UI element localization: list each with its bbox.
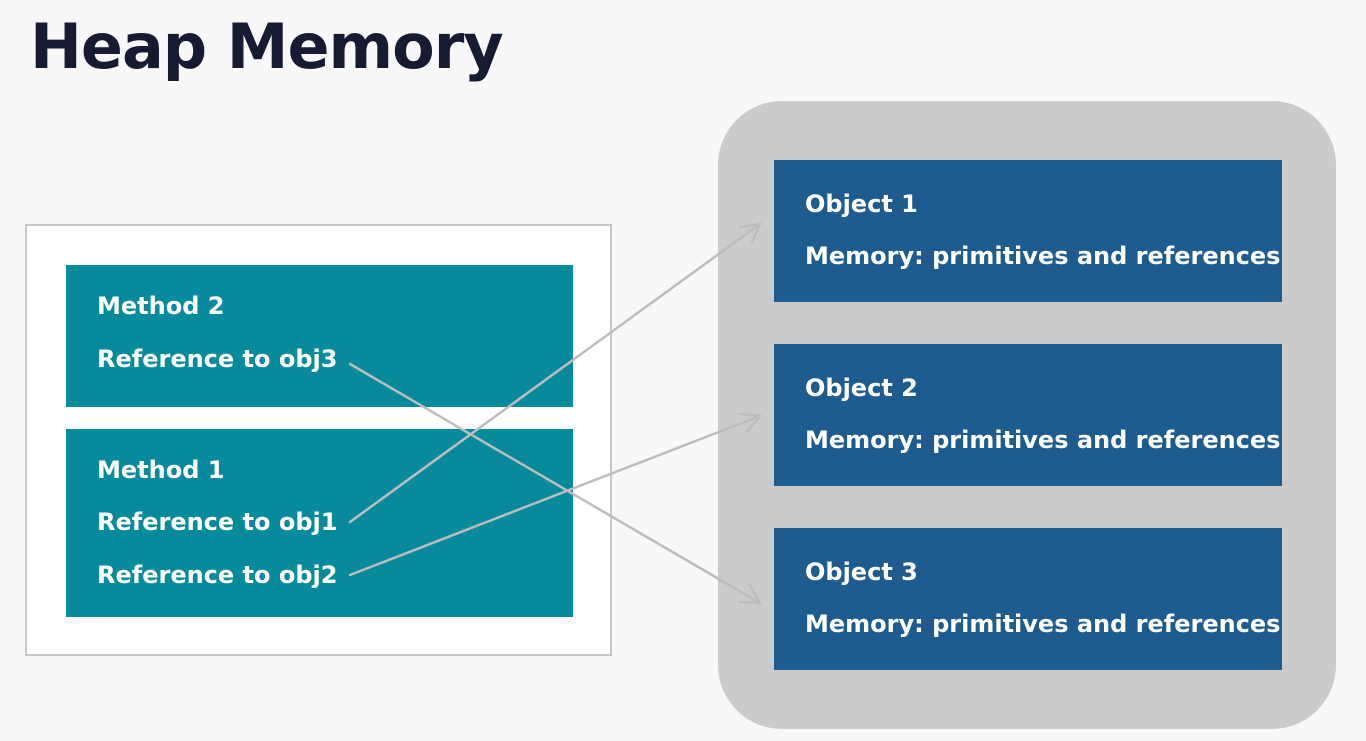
- object-2-title: Object 2: [805, 374, 918, 402]
- object-1-memory: Memory: primitives and references: [805, 242, 1281, 270]
- page-title: Heap Memory: [30, 10, 504, 83]
- reference-obj3-label: Reference to obj3: [97, 345, 338, 373]
- method-2-box: Method 2 Reference to obj3: [66, 265, 573, 407]
- object-3-box: Object 3 Memory: primitives and referenc…: [774, 528, 1282, 670]
- reference-obj1-label: Reference to obj1: [97, 508, 338, 536]
- object-2-box: Object 2 Memory: primitives and referenc…: [774, 344, 1282, 486]
- object-2-memory: Memory: primitives and references: [805, 426, 1281, 454]
- object-3-memory: Memory: primitives and references: [805, 610, 1281, 638]
- method-2-label: Method 2: [97, 292, 225, 320]
- object-1-box: Object 1 Memory: primitives and referenc…: [774, 160, 1282, 302]
- object-1-title: Object 1: [805, 190, 918, 218]
- reference-obj2-label: Reference to obj2: [97, 561, 338, 589]
- method-1-box: Method 1 Reference to obj1 Reference to …: [66, 429, 573, 617]
- object-3-title: Object 3: [805, 558, 918, 586]
- method-1-label: Method 1: [97, 456, 225, 484]
